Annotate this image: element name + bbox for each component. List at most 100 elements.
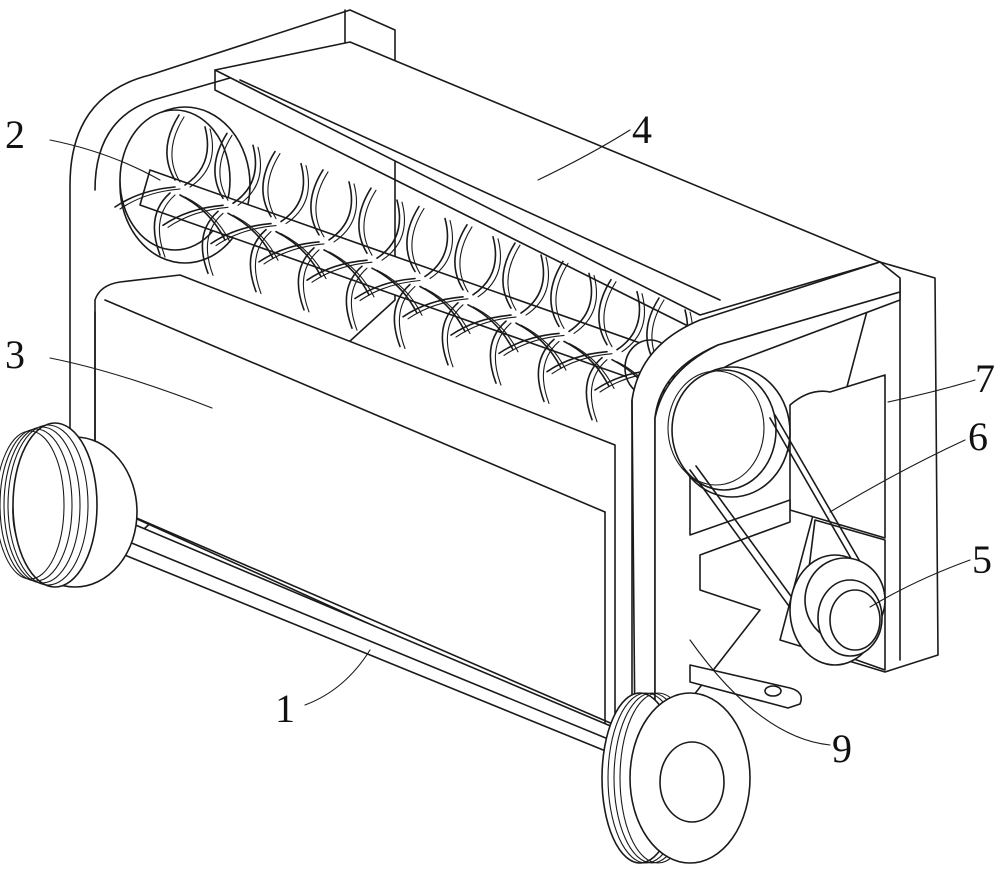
rotor-tine <box>328 181 353 241</box>
rotor-tine-edge <box>376 269 423 316</box>
rotor-tine <box>345 265 363 329</box>
rotor-tine <box>498 332 560 355</box>
motor-pulley <box>789 554 886 666</box>
rotor-tine-edge <box>455 316 517 338</box>
rotor-tine-edge <box>328 251 375 298</box>
rotor-tine <box>371 267 418 314</box>
rotor-tine <box>472 236 497 296</box>
rotor-tine <box>585 356 603 421</box>
leader-lines <box>49 129 976 746</box>
rotor-tine <box>402 296 464 318</box>
rotor-tine-edge <box>315 171 329 238</box>
rotor-tine <box>358 187 372 254</box>
leader-line-9 <box>689 639 831 746</box>
rotor-tine-edge <box>603 281 617 348</box>
rotor-tine-edge <box>459 226 473 293</box>
rotor-tine <box>450 314 512 336</box>
callout-7: 7 <box>975 356 995 401</box>
rotor-tine <box>393 283 411 348</box>
rotor-tine-edge <box>119 188 181 210</box>
leader-line-7 <box>887 379 976 403</box>
rotor-tine <box>376 199 401 259</box>
rotor-tine-edge <box>507 244 521 311</box>
rotor-tine-edge <box>424 287 471 335</box>
rotor-tine-edge <box>280 233 327 280</box>
rotor-tine <box>441 302 459 366</box>
rotor-tine <box>275 230 322 278</box>
rotor-tine <box>214 132 228 200</box>
rotor-tine-edge <box>363 189 377 256</box>
rotor-tine-edge <box>254 231 272 295</box>
rotor-tine-edge <box>494 322 512 386</box>
rotor-tine <box>515 322 562 369</box>
rotor-tine <box>616 290 641 351</box>
rotor-tine-edge <box>219 134 233 201</box>
rotor-tine-edge <box>359 279 421 302</box>
rotor-tine <box>166 114 180 181</box>
rotor-tine-edge <box>311 261 373 283</box>
rotor-tine-edge <box>350 267 368 331</box>
rotor-tine-edge <box>398 285 416 350</box>
rotor-tine <box>537 338 555 403</box>
rotor-tine-edge <box>446 304 464 368</box>
rotor-tine <box>310 169 324 236</box>
rotor-tine-edge <box>189 128 214 188</box>
rotor-tine <box>323 249 370 296</box>
rotor-tine <box>232 144 257 205</box>
rotor-tine-edge <box>263 243 325 265</box>
rotor-tine <box>210 222 272 245</box>
leader-line-6 <box>829 439 966 513</box>
rotor-tine-edge <box>472 306 519 353</box>
rotor-tine <box>424 217 449 278</box>
rotor-tine-edge <box>568 342 615 389</box>
rotor-tine-edge <box>411 207 425 275</box>
rotor-tine-edge <box>184 196 231 243</box>
rotor-tine <box>419 285 466 333</box>
rotor-tine <box>568 272 593 333</box>
rotor-tine <box>306 259 368 281</box>
rotor-tine <box>406 205 420 273</box>
rotor-tine <box>162 204 224 227</box>
rotor-tine <box>598 278 612 346</box>
rotor-tine-edge <box>573 274 598 334</box>
upper-pulley <box>667 366 791 498</box>
left-wheel <box>0 422 138 588</box>
rotor-tine-edge <box>525 256 550 316</box>
rotor-tine-edge <box>232 214 279 261</box>
front-box-panel <box>94 274 616 729</box>
callout-3: 3 <box>5 332 25 377</box>
callout-labels: 2 4 3 7 6 5 1 9 <box>5 107 995 771</box>
callout-1: 1 <box>275 686 295 731</box>
rotor-tine <box>297 247 315 311</box>
rotor-tine <box>179 194 226 241</box>
rotor-tine <box>546 350 608 373</box>
rotor-tine-edge <box>542 340 560 404</box>
leader-line-3 <box>49 357 213 409</box>
rotor-tine <box>467 304 514 351</box>
rotor-tine-edge <box>429 219 454 280</box>
leader-line-4 <box>537 129 631 181</box>
rotor-tine <box>201 210 219 275</box>
rotor-tine <box>502 242 516 309</box>
rotor-tine-edge <box>285 165 310 225</box>
rotor-tine-edge <box>407 298 469 320</box>
leader-line-1 <box>304 649 371 706</box>
leader-line-5 <box>869 559 971 608</box>
callout-5: 5 <box>972 537 992 582</box>
callout-2: 2 <box>5 112 25 157</box>
rotor-tine <box>489 320 507 384</box>
rotor-tine <box>262 150 276 218</box>
rotor-tine <box>354 277 416 300</box>
rotor-tine-edge <box>621 293 646 353</box>
callout-4: 4 <box>632 107 652 152</box>
rotor-tine-edge <box>551 353 613 375</box>
callout-6: 6 <box>968 414 988 459</box>
rotor-tine-edge <box>167 206 229 228</box>
rotor-tine-edge <box>215 225 277 247</box>
rotor-tine-edge <box>520 324 567 371</box>
right-front-frame <box>631 261 901 746</box>
rotor-tine-edge <box>267 153 281 220</box>
rotor-tine <box>153 192 171 256</box>
leader-line-2 <box>49 139 161 181</box>
